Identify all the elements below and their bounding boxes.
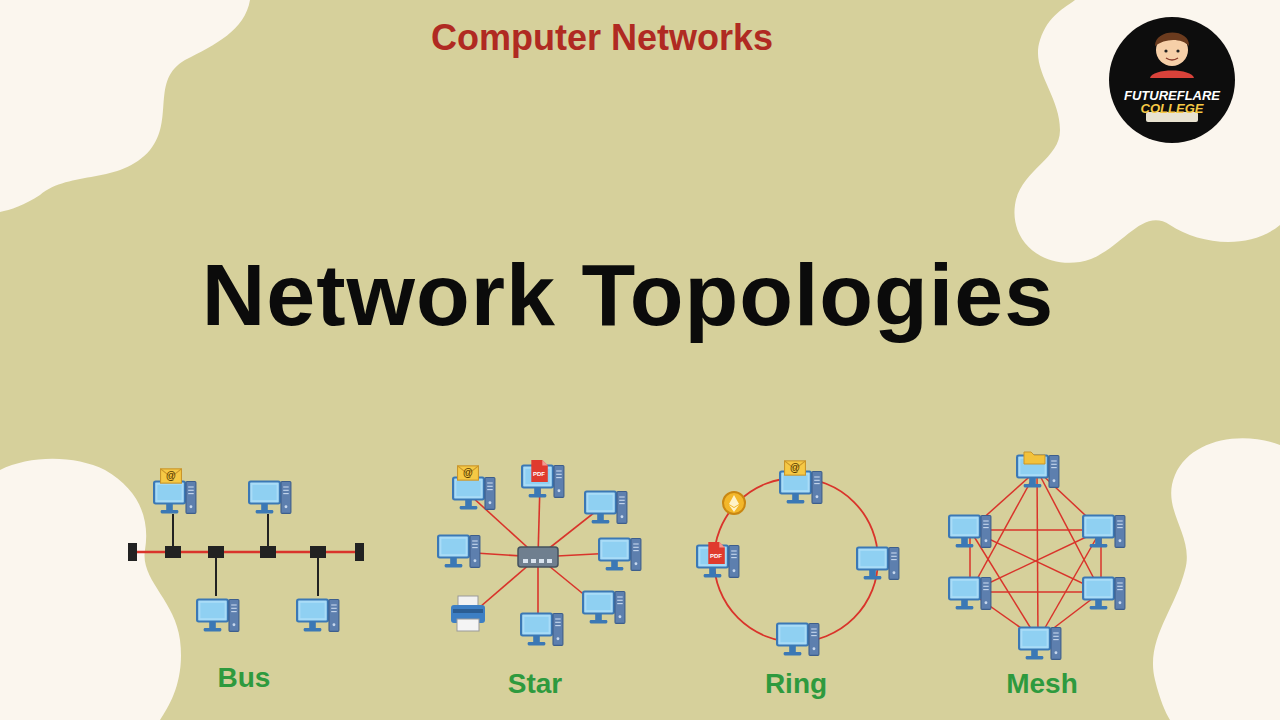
- svg-rect: [457, 619, 479, 631]
- svg-path: [1166, 58, 1178, 60]
- svg-rect: [208, 546, 224, 558]
- bus-topology: [128, 469, 364, 632]
- svg-use: [161, 469, 182, 483]
- svg-use: [249, 482, 291, 514]
- svg-use: [453, 478, 495, 510]
- svg-use: [531, 460, 548, 482]
- main-title: Network Topologies: [202, 251, 1054, 339]
- topology-name: Star: [508, 670, 562, 698]
- svg-rect: [539, 559, 544, 563]
- svg-rect: [355, 543, 364, 561]
- email-symbol: @: [790, 463, 800, 473]
- svg-rect: [165, 546, 181, 558]
- svg-use: [521, 614, 563, 646]
- svg-rect: [518, 547, 558, 567]
- svg-rect: [523, 559, 528, 563]
- topology-name: Bus: [218, 664, 271, 692]
- svg-path: [729, 495, 739, 512]
- svg-use: [585, 492, 627, 524]
- email-symbol: @: [166, 471, 176, 481]
- svg-circle: [1109, 17, 1235, 143]
- svg-use: [1083, 578, 1125, 610]
- blob: [0, 0, 250, 212]
- svg-path: [1150, 71, 1194, 79]
- svg-line: [215, 552, 217, 596]
- logo: [1109, 17, 1235, 143]
- svg-use: [857, 548, 899, 580]
- svg-use: [949, 516, 991, 548]
- svg-line: [317, 552, 319, 596]
- svg-use: [154, 482, 196, 514]
- svg-use: [1083, 516, 1125, 548]
- blob: [1153, 438, 1280, 720]
- svg-rect: [453, 609, 483, 613]
- svg-circle: [1164, 49, 1167, 52]
- svg-use: [297, 600, 339, 632]
- svg-use: [780, 472, 822, 504]
- svg-use: [197, 600, 239, 632]
- svg-rect: [458, 596, 478, 606]
- svg-use: [708, 542, 725, 564]
- topology-name: Ring: [765, 670, 827, 698]
- svg-rect: [531, 559, 536, 563]
- svg-rect: [310, 546, 326, 558]
- topology-name: Mesh: [1006, 670, 1078, 698]
- logo-text: FUTUREFLARE: [1124, 89, 1220, 102]
- logo-text: COLLEGE: [1141, 102, 1204, 115]
- svg-circle: [1176, 49, 1179, 52]
- star-devices: [438, 460, 641, 645]
- mesh-devices: [949, 452, 1125, 659]
- printer: [451, 596, 485, 631]
- svg-use: [785, 461, 806, 475]
- svg-use: [777, 624, 819, 656]
- svg-circle: [723, 492, 745, 514]
- svg-rect: [260, 546, 276, 558]
- svg-use: [599, 539, 641, 571]
- svg-use: [583, 592, 625, 624]
- svg-line: [1037, 470, 1038, 640]
- ring-topology: [697, 461, 899, 656]
- svg-use: [949, 578, 991, 610]
- email-symbol: @: [463, 468, 473, 478]
- svg-use: [458, 466, 479, 480]
- svg-path: [1155, 33, 1189, 47]
- mesh-topology: [970, 470, 1101, 640]
- svg-use: [438, 536, 480, 568]
- svg-path: [1024, 452, 1045, 464]
- svg-use: [1019, 628, 1061, 660]
- svg-rect: [547, 559, 552, 563]
- pdf-tag: PDF: [710, 553, 722, 559]
- subject-heading: Computer Networks: [431, 20, 773, 56]
- pdf-tag: PDF: [533, 471, 545, 477]
- svg-rect: [128, 543, 137, 561]
- blob: [1014, 0, 1280, 263]
